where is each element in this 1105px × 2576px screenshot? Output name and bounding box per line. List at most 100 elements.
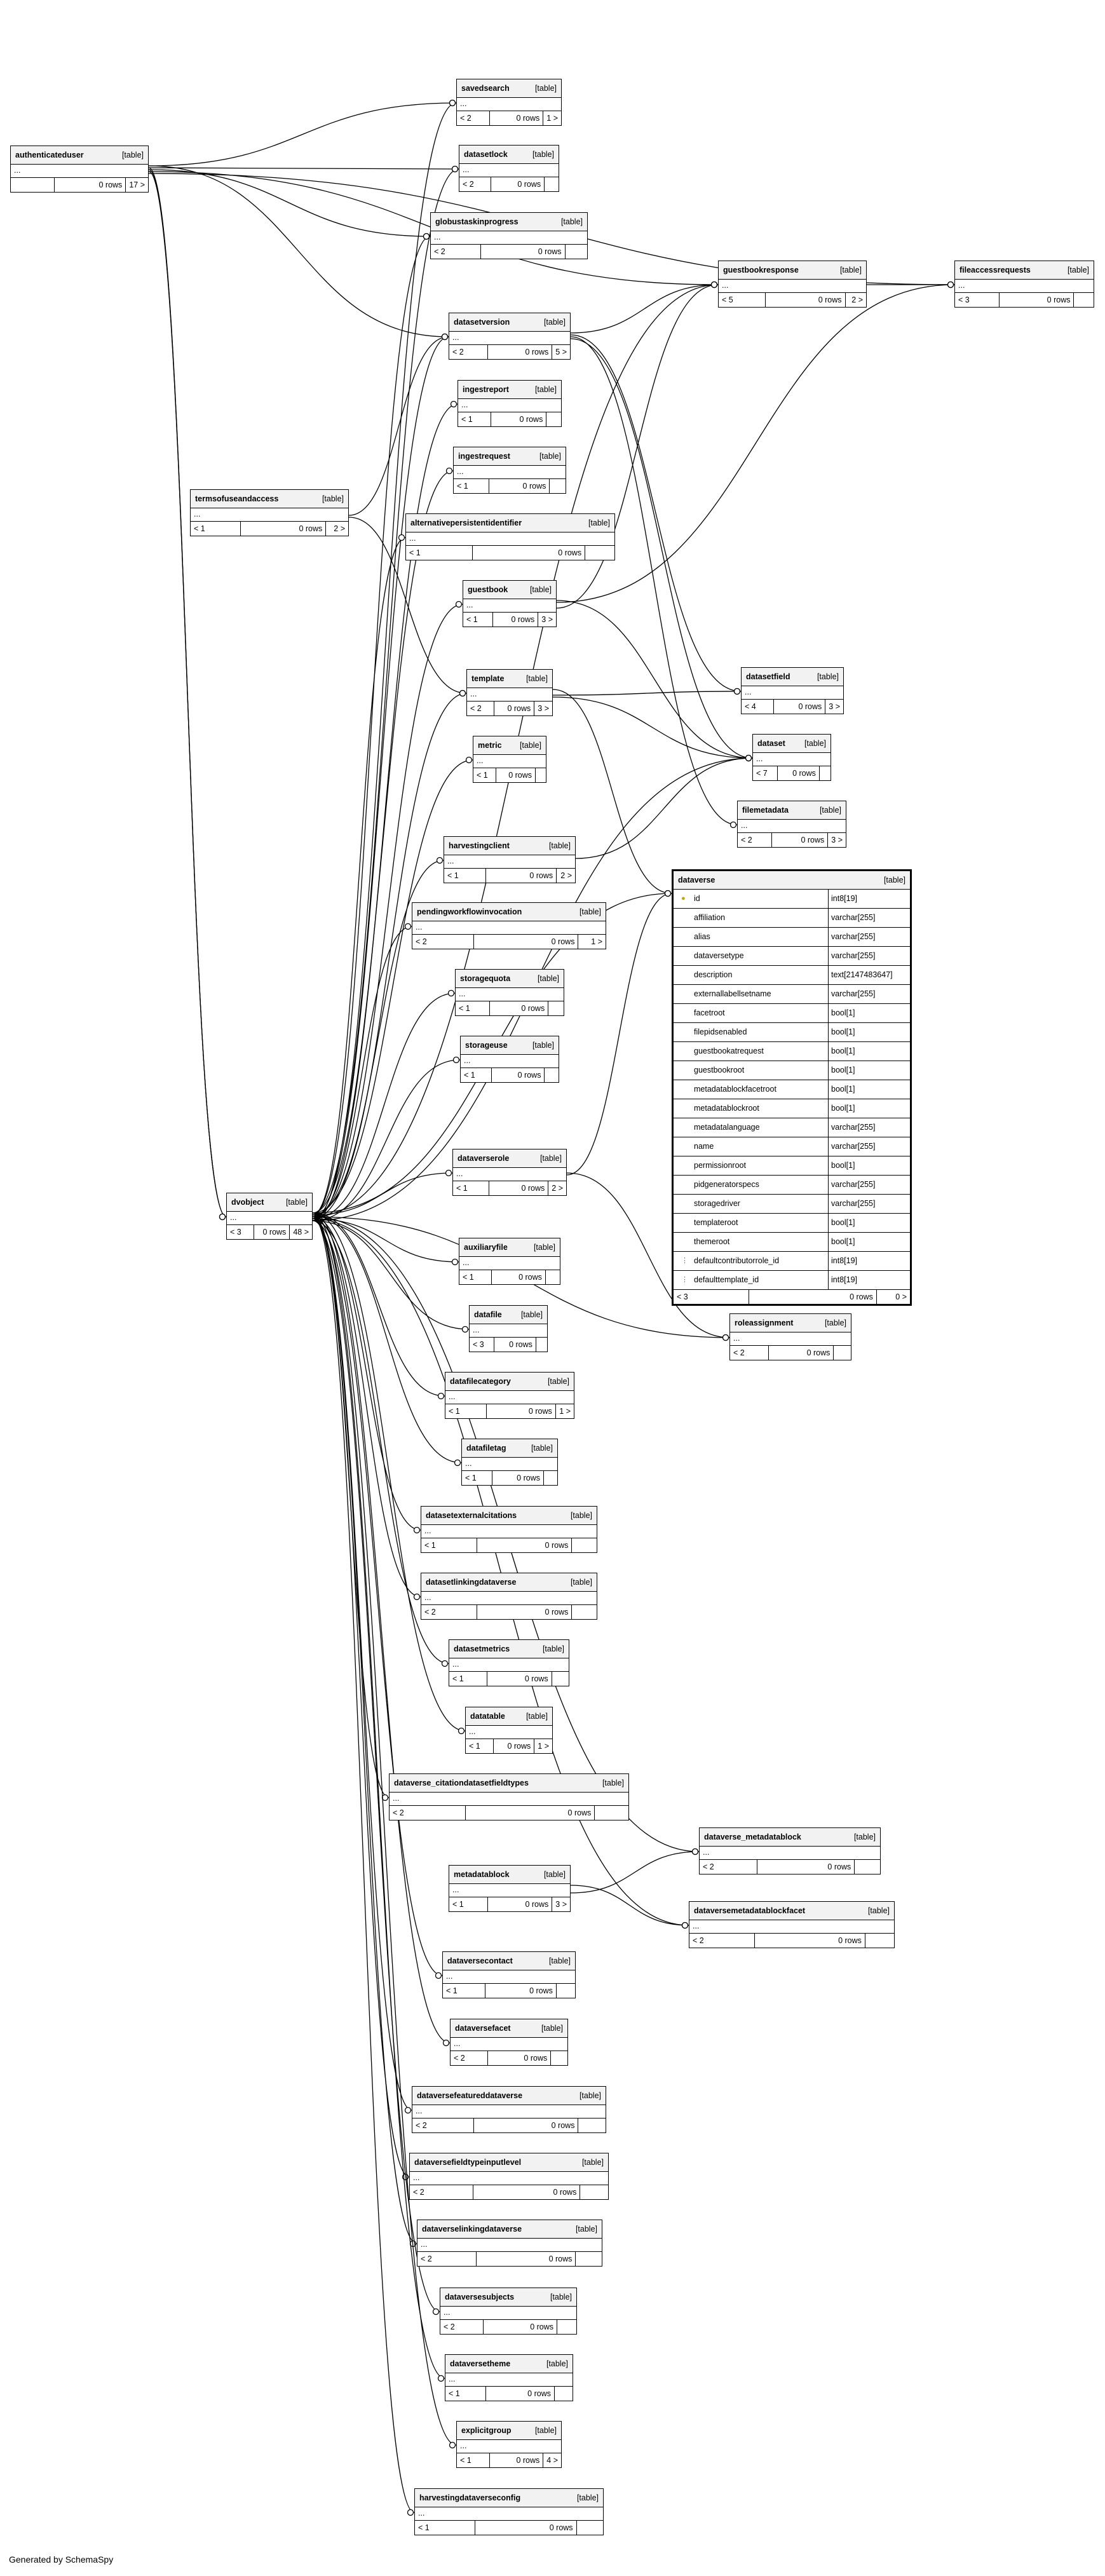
child-count[interactable]: 1 > [538,1742,549,1751]
child-count[interactable] [552,1672,569,1686]
table-dataversemetadatablockfacet[interactable]: dataversemetadatablockfacet[table]...< 2… [689,1901,895,1948]
child-count[interactable]: 4 > [546,2456,558,2465]
child-count[interactable] [544,1471,557,1485]
parent-count[interactable]: < 2 [417,2252,477,2266]
child-count[interactable]: 2 > [560,871,572,880]
child-count[interactable] [820,766,830,780]
child-count[interactable] [580,2185,608,2199]
parent-count[interactable]: < 1 [462,1471,492,1485]
parent-count[interactable]: < 2 [738,833,773,847]
parent-count[interactable]: < 1 [458,412,491,426]
child-count[interactable]: 3 > [538,704,549,713]
parent-count[interactable]: < 2 [457,111,491,125]
parent-count[interactable]: < 3 [470,1338,495,1352]
parent-count[interactable] [11,178,55,192]
parent-count[interactable]: < 2 [390,1806,466,1820]
parent-count[interactable]: < 1 [443,1984,485,1998]
child-count[interactable]: 2 > [552,1184,563,1193]
child-count[interactable] [555,2387,573,2401]
parent-count[interactable]: < 2 [449,345,488,359]
child-count[interactable]: 1 > [546,114,558,123]
child-count[interactable] [550,479,566,493]
child-count[interactable] [548,1001,564,1015]
parent-count[interactable]: < 1 [454,479,490,493]
child-count[interactable] [578,2118,606,2132]
table-alternativepersistentidentifier[interactable]: alternativepersistentidentifier[table]..… [405,513,615,560]
child-count[interactable]: 3 > [541,615,553,624]
child-count[interactable] [865,1934,894,1948]
parent-count[interactable]: < 1 [466,1739,494,1753]
child-count[interactable] [566,245,587,259]
parent-count[interactable]: < 7 [753,766,778,780]
parent-count[interactable]: < 2 [410,2185,473,2199]
child-count[interactable] [1074,293,1094,307]
child-count[interactable] [572,1538,597,1552]
parent-count[interactable]: < 2 [412,2118,475,2132]
parent-count[interactable]: < 1 [444,869,486,883]
child-count[interactable]: 5 > [555,348,567,356]
child-count[interactable] [576,2252,602,2266]
parent-count[interactable]: < 1 [463,613,493,627]
parent-count[interactable]: < 1 [415,2521,475,2535]
parent-count[interactable]: < 3 [674,1290,750,1304]
parent-count[interactable]: < 4 [742,700,775,714]
parent-count[interactable]: < 2 [689,1934,756,1948]
child-count[interactable] [545,1068,559,1082]
table-dataverse-citationdatasetfieldtypes[interactable]: dataverse_citationdatasetfieldtypes[tabl… [389,1773,629,1820]
parent-count[interactable]: < 1 [461,1068,492,1082]
parent-count[interactable]: < 1 [445,1404,487,1418]
child-count[interactable]: 3 > [829,702,840,711]
parent-count[interactable]: < 2 [421,1605,478,1619]
child-count[interactable] [557,2320,576,2334]
child-count[interactable]: 2 > [334,524,345,533]
parent-count[interactable]: < 2 [730,1346,769,1360]
parent-count[interactable]: < 3 [955,293,1000,307]
parent-count[interactable]: < 1 [449,1672,488,1686]
parent-count[interactable]: < 1 [473,768,497,782]
parent-count[interactable]: < 1 [191,522,241,536]
child-count[interactable] [546,412,561,426]
child-count[interactable] [595,1806,628,1820]
child-count[interactable] [585,546,614,560]
parent-count[interactable]: < 2 [459,177,491,191]
child-count[interactable]: 3 > [831,836,843,844]
child-count[interactable] [572,1605,597,1619]
parent-count[interactable]: < 3 [227,1225,254,1239]
parent-count[interactable]: < 1 [421,1538,478,1552]
child-count[interactable]: 3 > [555,1900,567,1909]
parent-count[interactable]: < 2 [451,2051,488,2065]
child-count[interactable]: 48 > [293,1228,309,1237]
child-count[interactable]: 2 > [851,295,863,304]
